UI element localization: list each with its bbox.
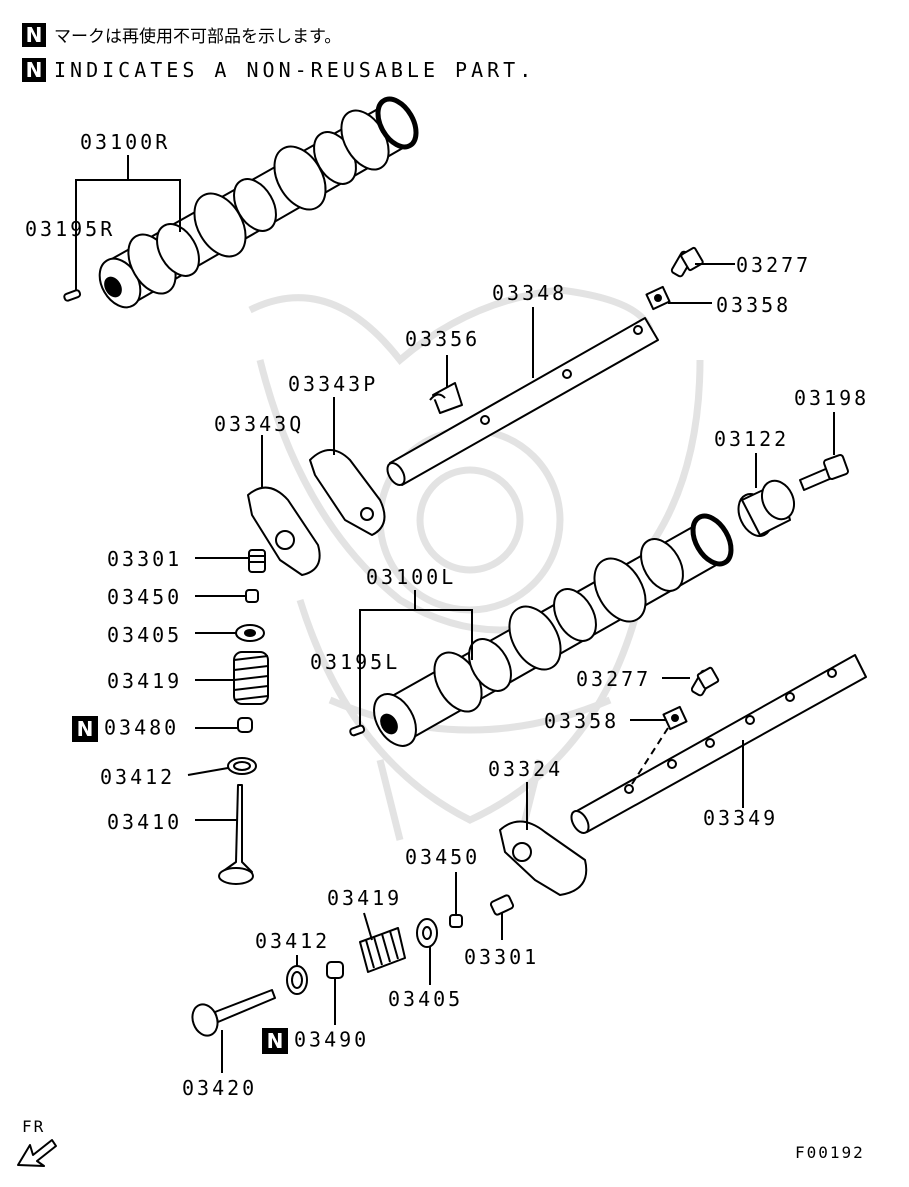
retainer-lower	[416, 918, 438, 948]
label-adjuster-left: 03301	[107, 547, 183, 571]
pin-right	[63, 289, 82, 302]
nut-lower	[449, 914, 463, 928]
front-direction-label: FR	[22, 1117, 46, 1136]
label-camshaft-left: 03100L	[366, 565, 457, 589]
seat-lower	[286, 965, 308, 995]
label-valve-lower: 03420	[182, 1076, 258, 1100]
seal-lower	[326, 961, 344, 979]
valve-lower	[191, 989, 276, 1037]
non-reusable-badge: N	[22, 22, 46, 47]
washer-upper	[645, 285, 671, 311]
bearing	[737, 479, 796, 537]
legend-japanese-text: マークは再使用不可部品を示します。	[54, 27, 342, 47]
legend-english-row: N INDICATES A NON-REUSABLE PART.	[22, 58, 535, 82]
label-thrust-case: 03198	[794, 386, 870, 410]
adjuster-lower	[489, 894, 515, 916]
pin-left	[349, 724, 366, 737]
label-rocker-arm-q: 03343Q	[214, 412, 305, 436]
spring-left	[233, 651, 269, 705]
label-washer-lower: 03358	[544, 709, 620, 733]
washer-lower	[662, 705, 688, 731]
retainer-left	[235, 624, 265, 642]
label-seat-lower: 03412	[255, 929, 331, 953]
camshaft-right	[98, 96, 419, 309]
camshaft-left	[373, 513, 734, 747]
label-nut-left: 03450	[107, 585, 183, 609]
label-nut-lower: 03450	[405, 845, 481, 869]
label-seal-left-number: 03480	[104, 715, 180, 740]
label-retainer-left: 03405	[107, 623, 183, 647]
non-reusable-badge: N	[22, 58, 46, 82]
label-shaft-upper: 03348	[492, 281, 568, 305]
non-reusable-badge: N	[262, 1028, 288, 1054]
label-camshaft-right: 03100R	[80, 130, 171, 154]
adjuster-left	[248, 549, 266, 573]
rocker-shaft-lower	[570, 654, 867, 834]
thrust-bolt	[799, 454, 849, 491]
label-pin-left: 03195L	[310, 650, 401, 674]
legend-japanese-row: N マークは再使用不可部品を示します。	[22, 22, 341, 47]
label-bearing: 03122	[714, 427, 790, 451]
label-bolt-lower: 03277	[576, 667, 652, 691]
bolt-lower	[690, 666, 720, 697]
figure-code: F00192	[795, 1143, 865, 1162]
label-spring-lower: 03419	[327, 886, 403, 910]
front-direction-arrow	[17, 1139, 57, 1167]
label-clip: 03356	[405, 327, 481, 351]
seat-left	[227, 757, 257, 775]
label-shaft-lower: 03349	[703, 806, 779, 830]
seal-left	[237, 717, 253, 733]
label-valve-left: 03410	[107, 810, 183, 834]
bolt-upper	[670, 246, 704, 278]
label-seat-left: 03412	[100, 765, 176, 789]
label-bolt-upper: 03277	[736, 253, 812, 277]
label-rocker-arm-lower: 03324	[488, 757, 564, 781]
rocker-shaft-upper	[386, 317, 659, 486]
rocker-arm-lower	[499, 820, 588, 896]
label-pin-right: 03195R	[25, 217, 116, 241]
spring-lower	[359, 927, 406, 973]
label-washer-upper: 03358	[716, 293, 792, 317]
label-rocker-arm-p: 03343P	[288, 372, 379, 396]
nut-left	[245, 589, 259, 603]
label-adjuster-lower: 03301	[464, 945, 540, 969]
label-spring-left: 03419	[107, 669, 183, 693]
valve-left	[218, 784, 254, 885]
leader-lines	[75, 155, 835, 1073]
legend-english-text: INDICATES A NON-REUSABLE PART.	[54, 58, 536, 82]
non-reusable-badge: N	[72, 716, 98, 742]
rocker-arm-p	[309, 449, 386, 536]
label-seal-lower-number: 03490	[294, 1027, 370, 1052]
label-retainer-lower: 03405	[388, 987, 464, 1011]
